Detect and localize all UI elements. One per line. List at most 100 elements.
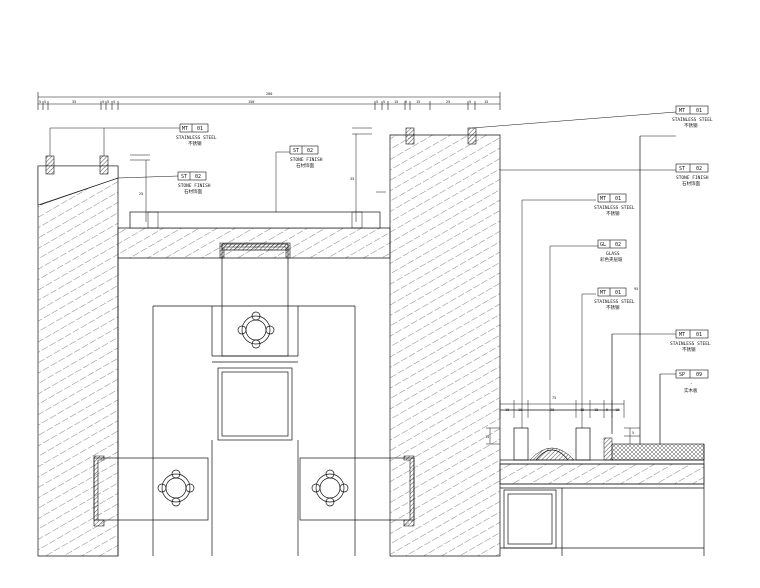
tag-cn: 不锈钢 — [684, 122, 698, 129]
dim-seg: 5 — [405, 100, 407, 104]
bot-seg: 10 — [518, 408, 522, 412]
dim-seg: 5 — [383, 100, 385, 104]
dim-small-b: 5 — [632, 431, 634, 435]
top-dimension-chain — [37, 92, 501, 110]
material-tag: GL 02 GLASS 彩色夹层玻 — [597, 239, 627, 263]
material-tag: MT 01 STAINLESS STEEL 不锈钢 — [594, 287, 635, 311]
fitting-left — [157, 469, 195, 507]
overall-dimension: 280 — [266, 92, 272, 96]
tag-cn: 实木板 — [684, 387, 698, 394]
fitting-right — [311, 469, 349, 507]
dim-seg: 5 — [102, 100, 104, 104]
tag-code: SP — [679, 372, 685, 378]
tag-code: MT — [679, 108, 685, 114]
dim-seg: 15 — [484, 100, 488, 104]
tag-cn: 不锈钢 — [682, 346, 696, 353]
tag-code: ST — [679, 166, 685, 172]
material-tag: ST 02 STONE FINISH 石材饰面 — [177, 171, 211, 195]
material-tag: MT 01 STAINLESS STEEL 不锈钢 — [672, 105, 713, 129]
right-hatched-wall — [389, 134, 501, 557]
top-dimension-labels: 5 5 35 5 5 5 150 5 5 15 5 15 25 5 15 — [39, 100, 488, 104]
tag-code: MT — [679, 332, 685, 338]
dim-seg: 5 — [113, 100, 115, 104]
tag-num: 01 — [197, 126, 203, 132]
cap-notch-left — [147, 211, 159, 229]
tag-num: 01 — [696, 332, 702, 338]
dim-left-a: 25 — [139, 192, 143, 196]
tag-num: 02 — [307, 148, 313, 154]
tag-code: MT — [182, 126, 188, 132]
tag-cn: 彩色夹层玻 — [600, 256, 623, 263]
tag-en: - — [690, 382, 693, 387]
dim-seg: 5 — [39, 100, 41, 104]
bot-seg: 20 — [550, 408, 554, 412]
material-tag: MT 01 STAINLESS STEEL 不锈钢 — [176, 123, 217, 147]
bot-seg: 5 — [606, 408, 608, 412]
dim-small-a: 15 — [485, 435, 489, 439]
tag-cn: 石材饰面 — [682, 180, 700, 187]
material-tag: MT 01 STAINLESS STEEL 不锈钢 — [670, 329, 711, 353]
tag-en: GLASS — [606, 251, 620, 257]
left-hatched-wall — [37, 165, 119, 557]
tag-en: STAINLESS STEEL — [176, 135, 217, 141]
steel-bar-right-2 — [467, 127, 477, 145]
material-tag: MT 01 STAINLESS STEEL 不锈钢 — [594, 193, 635, 217]
center-steel-bracket — [219, 242, 291, 259]
tag-code: MT — [600, 290, 606, 296]
tag-cn: 石材饰面 — [296, 162, 314, 169]
leader-lines — [39, 111, 677, 440]
bottom-dimension-chain — [486, 400, 640, 445]
tag-num: 01 — [615, 290, 621, 296]
dim-seg: 15 — [416, 100, 420, 104]
dim-seg: 5 — [44, 100, 46, 104]
tag-cn: 石材饰面 — [184, 188, 202, 195]
bot-seg: 10 — [615, 408, 619, 412]
tag-en: STONE FINISH — [676, 175, 709, 181]
dim-seg: 35 — [72, 100, 76, 104]
dim-left-b: 35 — [350, 177, 354, 181]
tag-en: STONE FINISH — [290, 157, 323, 163]
tag-num: 09 — [696, 372, 702, 378]
dim-seg: 25 — [446, 100, 450, 104]
glass-infill — [529, 447, 575, 461]
dim-right-tall: 95 — [634, 287, 638, 291]
floor-layer — [499, 463, 705, 485]
tag-code: MT — [600, 196, 606, 202]
steel-bar-left-2 — [99, 155, 109, 175]
tag-num: 02 — [696, 166, 702, 172]
center-frame — [117, 243, 356, 556]
tag-code: ST — [293, 148, 299, 154]
tag-cn: 不锈钢 — [188, 140, 202, 147]
dim-seg: 150 — [248, 100, 254, 104]
tag-en: STAINLESS STEEL — [594, 205, 635, 211]
tag-en: STAINLESS STEEL — [594, 299, 635, 305]
dim-seg: 5 — [376, 100, 378, 104]
tag-cn: 不锈钢 — [606, 304, 620, 311]
left-vertical-dims — [130, 127, 386, 222]
tag-cn: 不锈钢 — [606, 210, 620, 217]
cap-notch-right — [351, 211, 363, 229]
timber-board — [611, 443, 705, 461]
dim-seg: 15 — [394, 100, 398, 104]
tag-code: GL — [600, 242, 606, 248]
left-steel-clamp — [93, 455, 105, 527]
tag-num: 02 — [615, 242, 621, 248]
tag-num: 01 — [615, 196, 621, 202]
tag-en: STAINLESS STEEL — [672, 117, 713, 123]
material-tag: ST 02 STONE FINISH 石材饰面 — [675, 163, 709, 187]
bot-seg: 10 — [594, 408, 598, 412]
material-tag: SP 09 - 实木板 — [675, 369, 709, 394]
steel-bar-left-1 — [45, 155, 55, 175]
dim-seg: 5 — [469, 100, 471, 104]
steel-edge — [603, 437, 613, 461]
tag-num: 01 — [696, 108, 702, 114]
stone-cap — [129, 211, 381, 229]
right-steel-clamp — [403, 455, 415, 527]
steel-bar-right-1 — [405, 127, 415, 145]
tag-en: STONE FINISH — [178, 183, 211, 189]
tag-code: ST — [181, 174, 187, 180]
tag-en: STAINLESS STEEL — [670, 341, 711, 347]
fitting-center — [237, 311, 275, 349]
material-tag: ST 02 STONE FINISH 石材饰面 — [289, 145, 323, 169]
